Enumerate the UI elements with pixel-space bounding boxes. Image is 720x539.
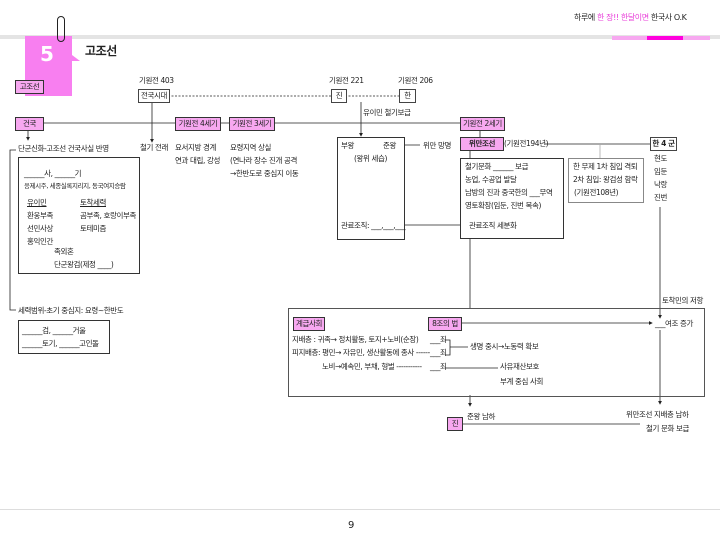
relics: ______검, ______거울 [22,326,86,335]
wiman-note: 영토확장(임둔, 진번 복속) [465,201,542,210]
crime-blank: ___죄 [430,348,447,357]
date-403: 기원전 403 [139,76,174,85]
wiman-year: (기원전194년) [504,139,549,148]
hereditary-note: (왕위 세습) [354,154,388,163]
header-slogan: 하루에 한 장!! 한달이면 한국사 O.K [574,13,687,22]
c4-note: 요서지방 경계 [175,143,216,152]
migrants: 환웅부족 [27,211,53,220]
wiman-south-note: 위만조선 지배층 남하 [626,410,689,419]
fall-note: 2차 침입: 왕검성 함락 [573,175,638,184]
officials-blank: 관료조직: ___,___,___ [341,221,406,230]
iron-intro-note: 철기 전래 [140,143,168,152]
3rd-century-label: 기원전 3세기 [229,117,275,131]
wiman-officials: 관료조직 세분화 [469,221,517,230]
crime-blank: ___죄 [430,335,447,344]
sources-blank: ______사, ______기 [24,169,82,178]
iron-migrants-note: 유이민 철기보급 [363,108,411,117]
patriarchal-note: 부계 중심 사회 [500,377,543,386]
society-row: 피지배층: 평민→ 자유민, 생산활동에 종사 ------ [292,348,430,357]
chapter-tab-tip [72,55,80,61]
c3-note: (연나라 장수 진개 공격 [230,156,297,165]
jun-king: 준왕 [383,141,396,150]
wiman-note: 철기문화 ______ 보급 [465,162,529,171]
founding-box [18,157,140,274]
property-note: 사유재산보호 [500,362,539,371]
relics: ______토기, ______고인돌 [22,339,99,348]
page-number: 9 [348,520,354,531]
sources-list: 응제시주, 세종실록지리지, 동국여지승람 [24,182,126,190]
fall-note: 한 무제 1차 침입 격퇴 [573,162,638,171]
commandery: 임둔 [654,167,667,176]
native-resistance: 토착민의 저항 [662,296,703,305]
gojoseon-label: 고조선 [15,80,44,94]
qin-box: 진 [331,89,347,103]
migrants: 홍익인간 [27,237,53,246]
paperclip-icon [57,16,65,42]
society-box [288,308,705,397]
2nd-century-label: 기원전 2세기 [460,117,505,131]
c3-note: →한반도로 중심지 이동 [230,169,299,178]
eight-laws-label: 8조의 법 [428,317,462,331]
date-221: 기원전 221 [329,76,364,85]
commandery: 진번 [654,193,667,202]
date-206: 기원전 206 [398,76,433,85]
iron-spread-note: 철기 문화 보급 [646,424,689,433]
wiman-note: 남방의 진과 중국한의 ___무역 [465,188,553,197]
bu-king: 부왕 [341,141,354,150]
wiman-exile: 위만 망명 [423,141,451,150]
warring-states-box: 전국시대 [138,89,170,103]
migrants: 유이민 [27,198,47,207]
dangun-wanggeom: 단군왕검(제정 ____) [54,260,114,269]
chapter-number: 5 [40,42,54,66]
law-increase: ___여조 증가 [655,319,694,328]
life-note: 생명 중시→노동력 확보 [470,342,539,351]
exogamy: 족외혼 [54,247,74,256]
4th-century-label: 기원전 4세기 [175,117,221,131]
wiman-box [460,158,564,239]
han-four-commanderies-label: 한 4 군 [650,137,677,151]
natives: 토테미즘 [80,224,106,233]
founding-label: 건국 [15,117,44,131]
fall-box [568,158,644,203]
dangun-myth-note: 단군신화-고조선 건국사실 반영 [18,144,109,153]
crime-blank: ___죄 [430,362,447,371]
migrants: 선민사상 [27,224,53,233]
territory-range: 세력범위-초기 중심지: 요령~한반도 [18,306,124,315]
natives: 곰부족, 호랑이부족 [80,211,136,220]
class-society-label: 계급사회 [293,317,325,331]
wiman-joseon-label: 위만조선 [460,137,504,151]
relics-box [18,320,110,354]
society-row: 노비→예속민, 부채, 형벌 ----------- [322,362,422,371]
jun-south-note: 준왕 남하 [467,412,495,421]
natives: 토착세력 [80,198,106,207]
c4-note: 연과 대립, 강성 [175,156,220,165]
kings-box [337,137,405,240]
page-title: 고조선 [85,44,117,58]
commandery: 현도 [654,154,667,163]
commandery: 낙랑 [654,180,667,189]
han-box: 한 [399,89,416,103]
society-row: 지배층 : 귀족→ 정치활동, 토지+노비(순장) [292,335,419,344]
wiman-note: 농업, 수공업 발달 [465,175,517,184]
fall-note: (기원전108년) [574,188,619,197]
c3-note: 요령지역 상실 [230,143,271,152]
jin-label: 진 [447,417,463,431]
